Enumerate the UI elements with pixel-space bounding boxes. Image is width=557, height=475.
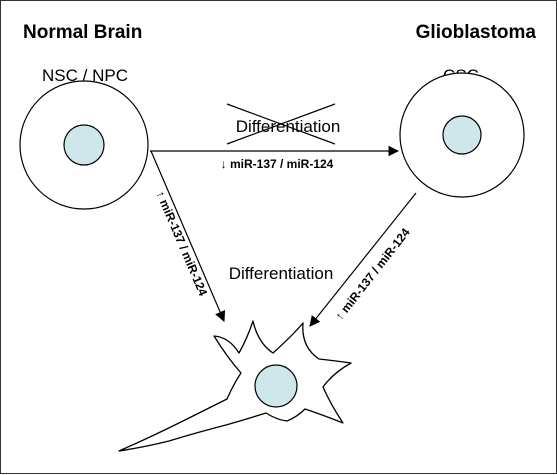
csc-to-neuron-arrow bbox=[309, 192, 417, 327]
csc-nucleus bbox=[442, 115, 482, 155]
nsc-to-neuron-arrow bbox=[150, 150, 226, 322]
normal-brain-header: Normal Brain bbox=[23, 22, 142, 43]
mirna-up-left-label: ↑ miR-137 / miR-124 bbox=[153, 189, 210, 299]
differentiation-label: Differentiation bbox=[229, 264, 334, 283]
mirna-up-right-label: ↑ miR-137 / miR-124 bbox=[332, 225, 413, 323]
nsc-npc-label: NSC / NPC bbox=[42, 66, 128, 85]
mirna-down-label: ↓ miR-137 / miR-124 bbox=[221, 157, 334, 171]
cross-out-mark bbox=[226, 103, 336, 145]
nsc-nucleus bbox=[63, 124, 105, 166]
neuron-cell bbox=[118, 320, 352, 452]
glioblastoma-header: Glioblastoma bbox=[416, 22, 537, 43]
neuron-nucleus bbox=[254, 364, 298, 408]
